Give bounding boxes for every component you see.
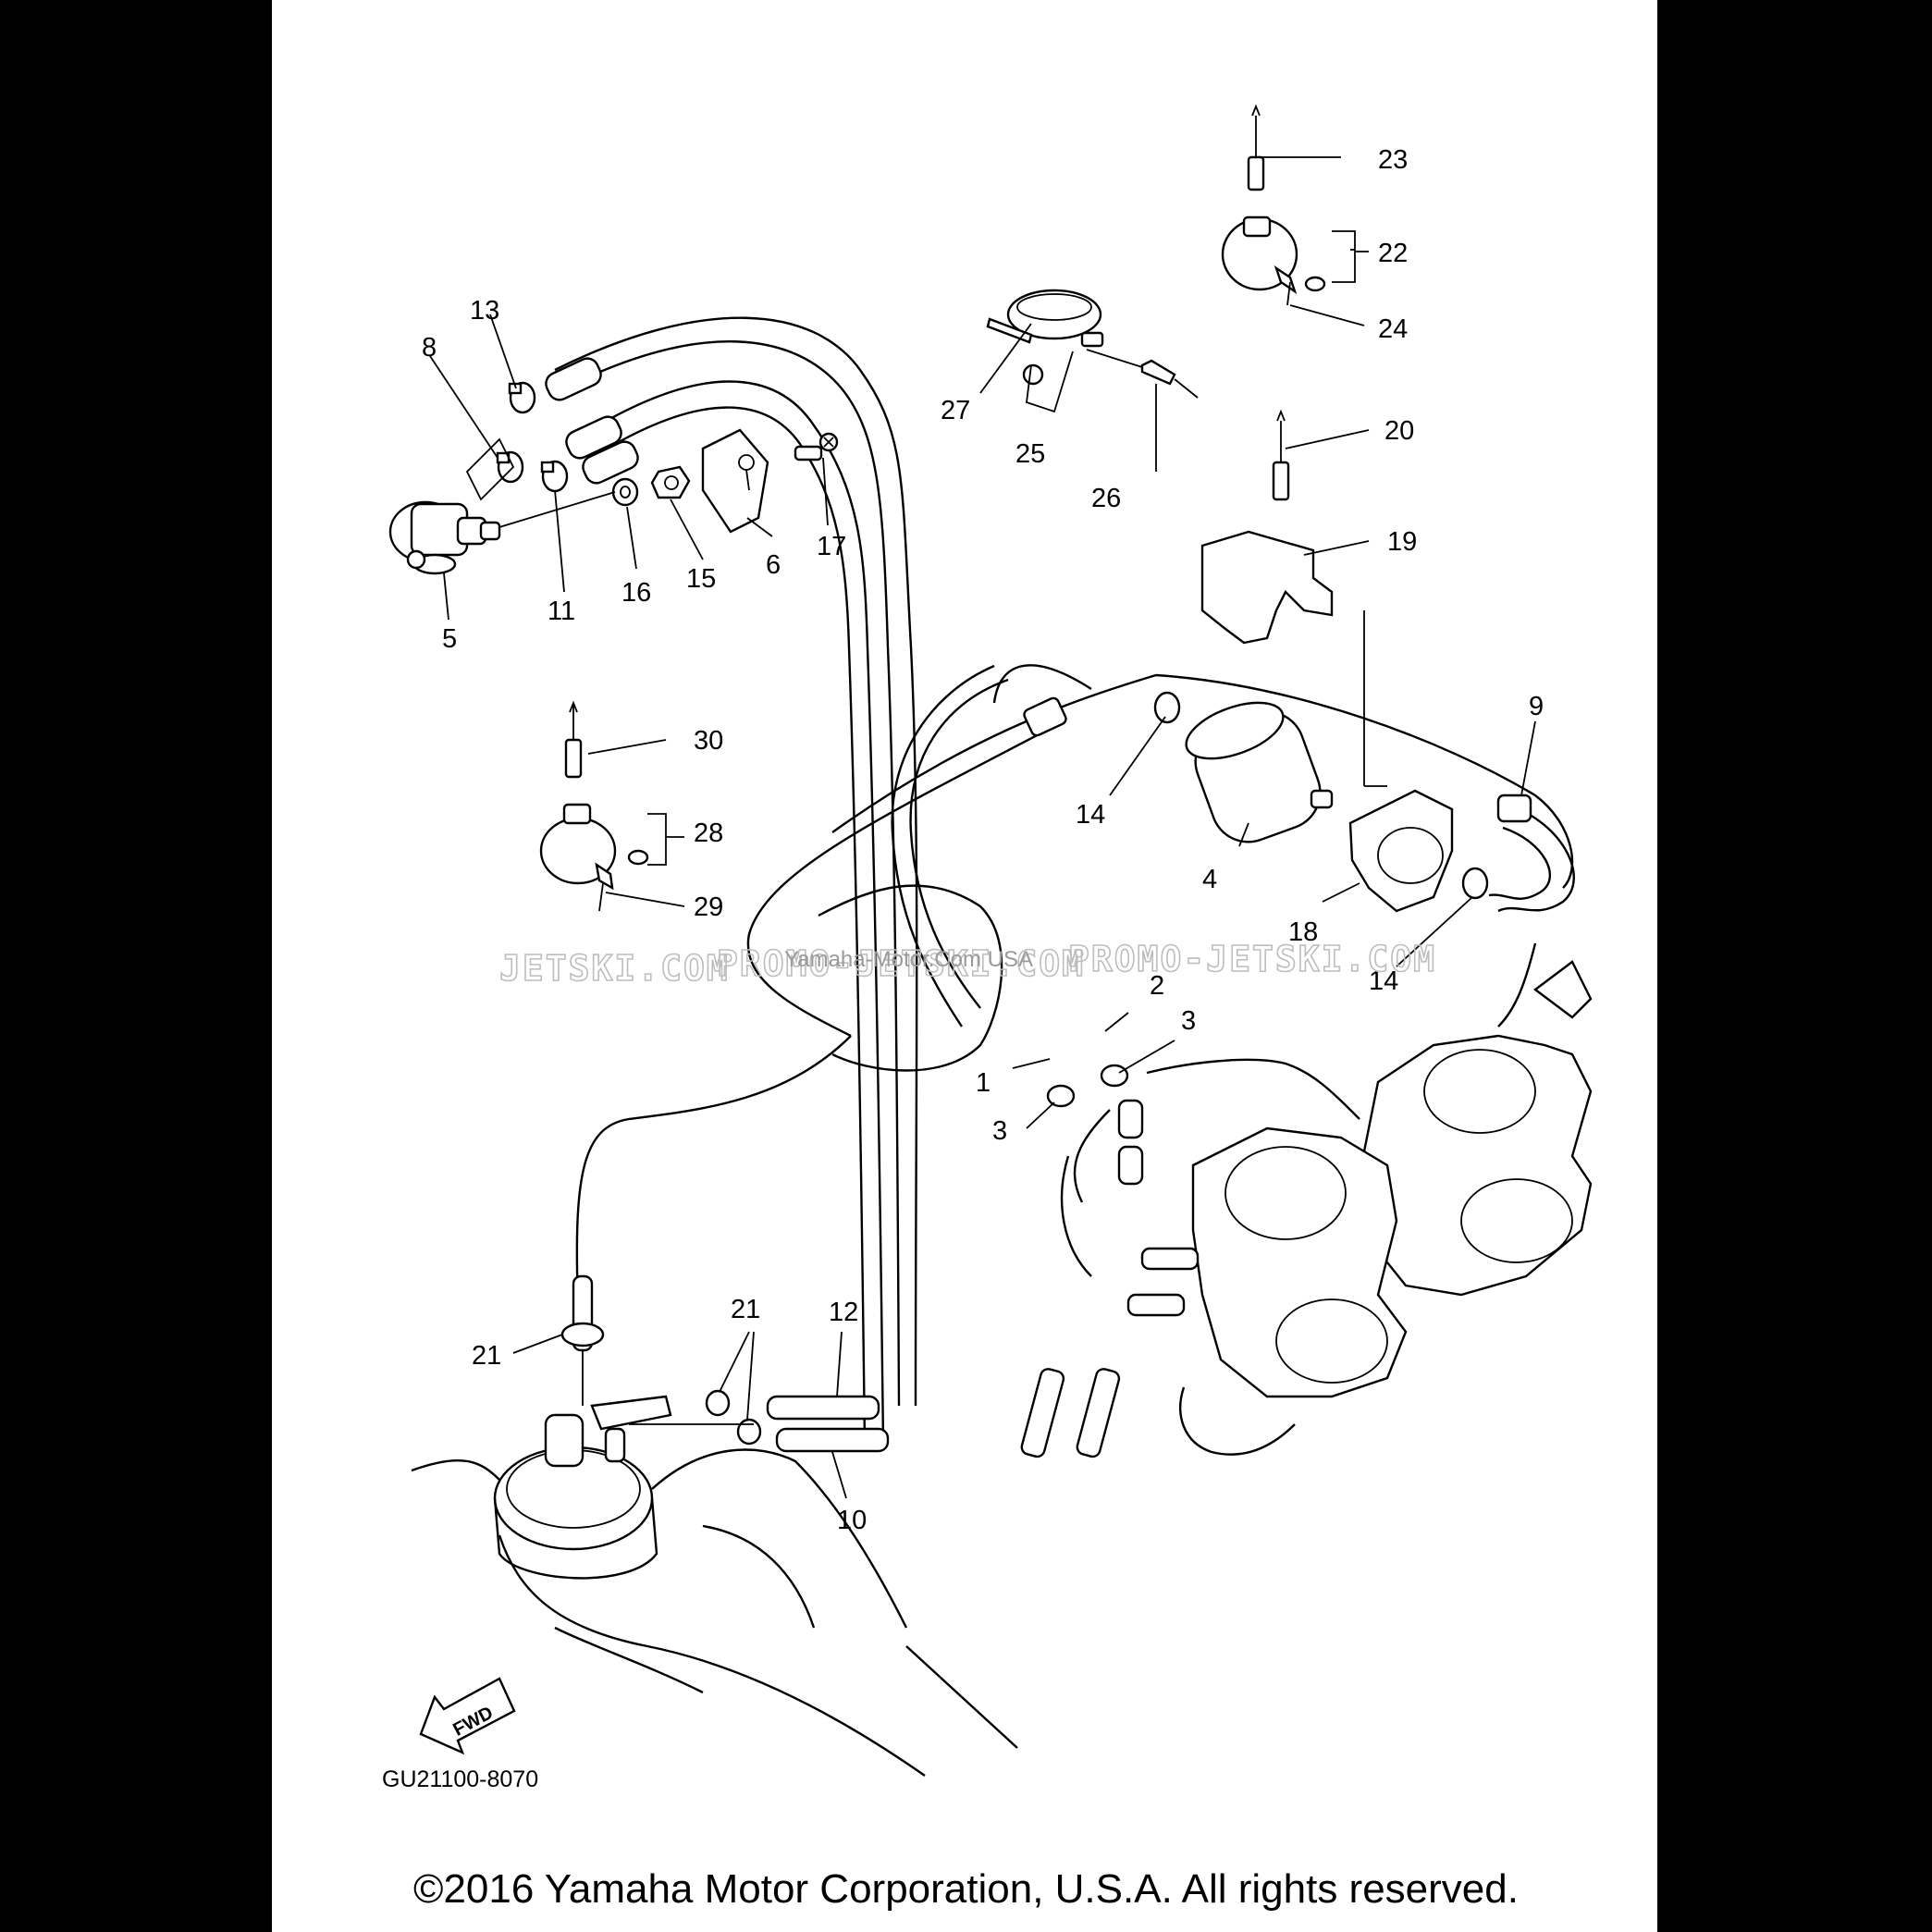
callout-3b: 3 [992, 1116, 1007, 1146]
callout-5: 5 [442, 624, 457, 654]
watermark-jetski: JETSKI.COM [499, 948, 730, 989]
callout-1: 1 [976, 1068, 991, 1098]
white-sheet [272, 0, 1657, 1932]
part-4-filter [1185, 701, 1334, 843]
callout-21b: 21 [731, 1295, 760, 1324]
callout-8: 8 [422, 333, 437, 363]
callout-18: 18 [1288, 917, 1318, 947]
hose-connectors [1023, 691, 1489, 1108]
part-5-valve [388, 500, 501, 575]
watermark-yamaha: Yamaha-Motor.Com USA [784, 947, 1033, 972]
clamps-top-left [465, 381, 569, 501]
callout-10: 10 [837, 1506, 867, 1535]
fuel-tank [411, 1322, 1018, 1777]
callout-3a: 3 [1181, 1006, 1196, 1036]
fwd-arrow-icon: FWD [419, 1677, 516, 1755]
callout-12: 12 [829, 1298, 858, 1327]
part-9-hose [1488, 794, 1575, 913]
diagram-code: GU21100-8070 [382, 1766, 538, 1792]
part-18-holder [1348, 789, 1454, 913]
callout-23: 23 [1378, 145, 1408, 175]
throttle-body-assembly [1060, 942, 1593, 1456]
part-19-20-bracket [1200, 409, 1387, 787]
callout-17: 17 [817, 532, 846, 561]
callout-14a: 14 [1076, 800, 1105, 830]
watermarks: JETSKI.COM PROMO-JETSKI.COM Yamaha-Motor… [498, 938, 1436, 990]
callout-13: 13 [470, 296, 499, 326]
callout-27: 27 [941, 396, 970, 425]
callout-14b: 14 [1369, 966, 1398, 996]
callout-2: 2 [1150, 971, 1164, 1001]
callout-25: 25 [1015, 439, 1045, 469]
callout-16: 16 [621, 578, 651, 608]
callout-6: 6 [766, 550, 781, 580]
callout-24: 24 [1378, 314, 1408, 344]
callout-4: 4 [1202, 865, 1217, 894]
callout-9: 9 [1529, 692, 1544, 721]
callout-15: 15 [686, 564, 716, 594]
callout-26: 26 [1091, 484, 1121, 513]
callout-20: 20 [1384, 416, 1414, 446]
callout-11: 11 [548, 597, 575, 626]
callout-29: 29 [694, 892, 723, 922]
leader-lines [429, 156, 1536, 1499]
copyright-notice: ©2016 Yamaha Motor Corporation, U.S.A. A… [413, 1866, 1519, 1912]
watermark-promo-1: PROMO-JETSKI.COM [717, 943, 1085, 984]
callout-30: 30 [694, 726, 723, 756]
long-hoses [554, 316, 1574, 1444]
callout-19: 19 [1387, 527, 1417, 557]
callout-22: 22 [1378, 239, 1408, 268]
part-22-24-clamp [1221, 104, 1326, 306]
callout-28: 28 [694, 818, 723, 848]
callout-numbers: 1 2 3 3 4 5 6 8 9 10 11 12 13 14 14 15 1… [422, 145, 1544, 1535]
small-parts-top-left [611, 428, 839, 534]
part-25-27-clamp [986, 289, 1199, 399]
watermark-promo-2: PROMO-JETSKI.COM [1068, 939, 1436, 979]
part-28-30-clamp [539, 700, 649, 912]
callout-21a: 21 [472, 1341, 501, 1371]
